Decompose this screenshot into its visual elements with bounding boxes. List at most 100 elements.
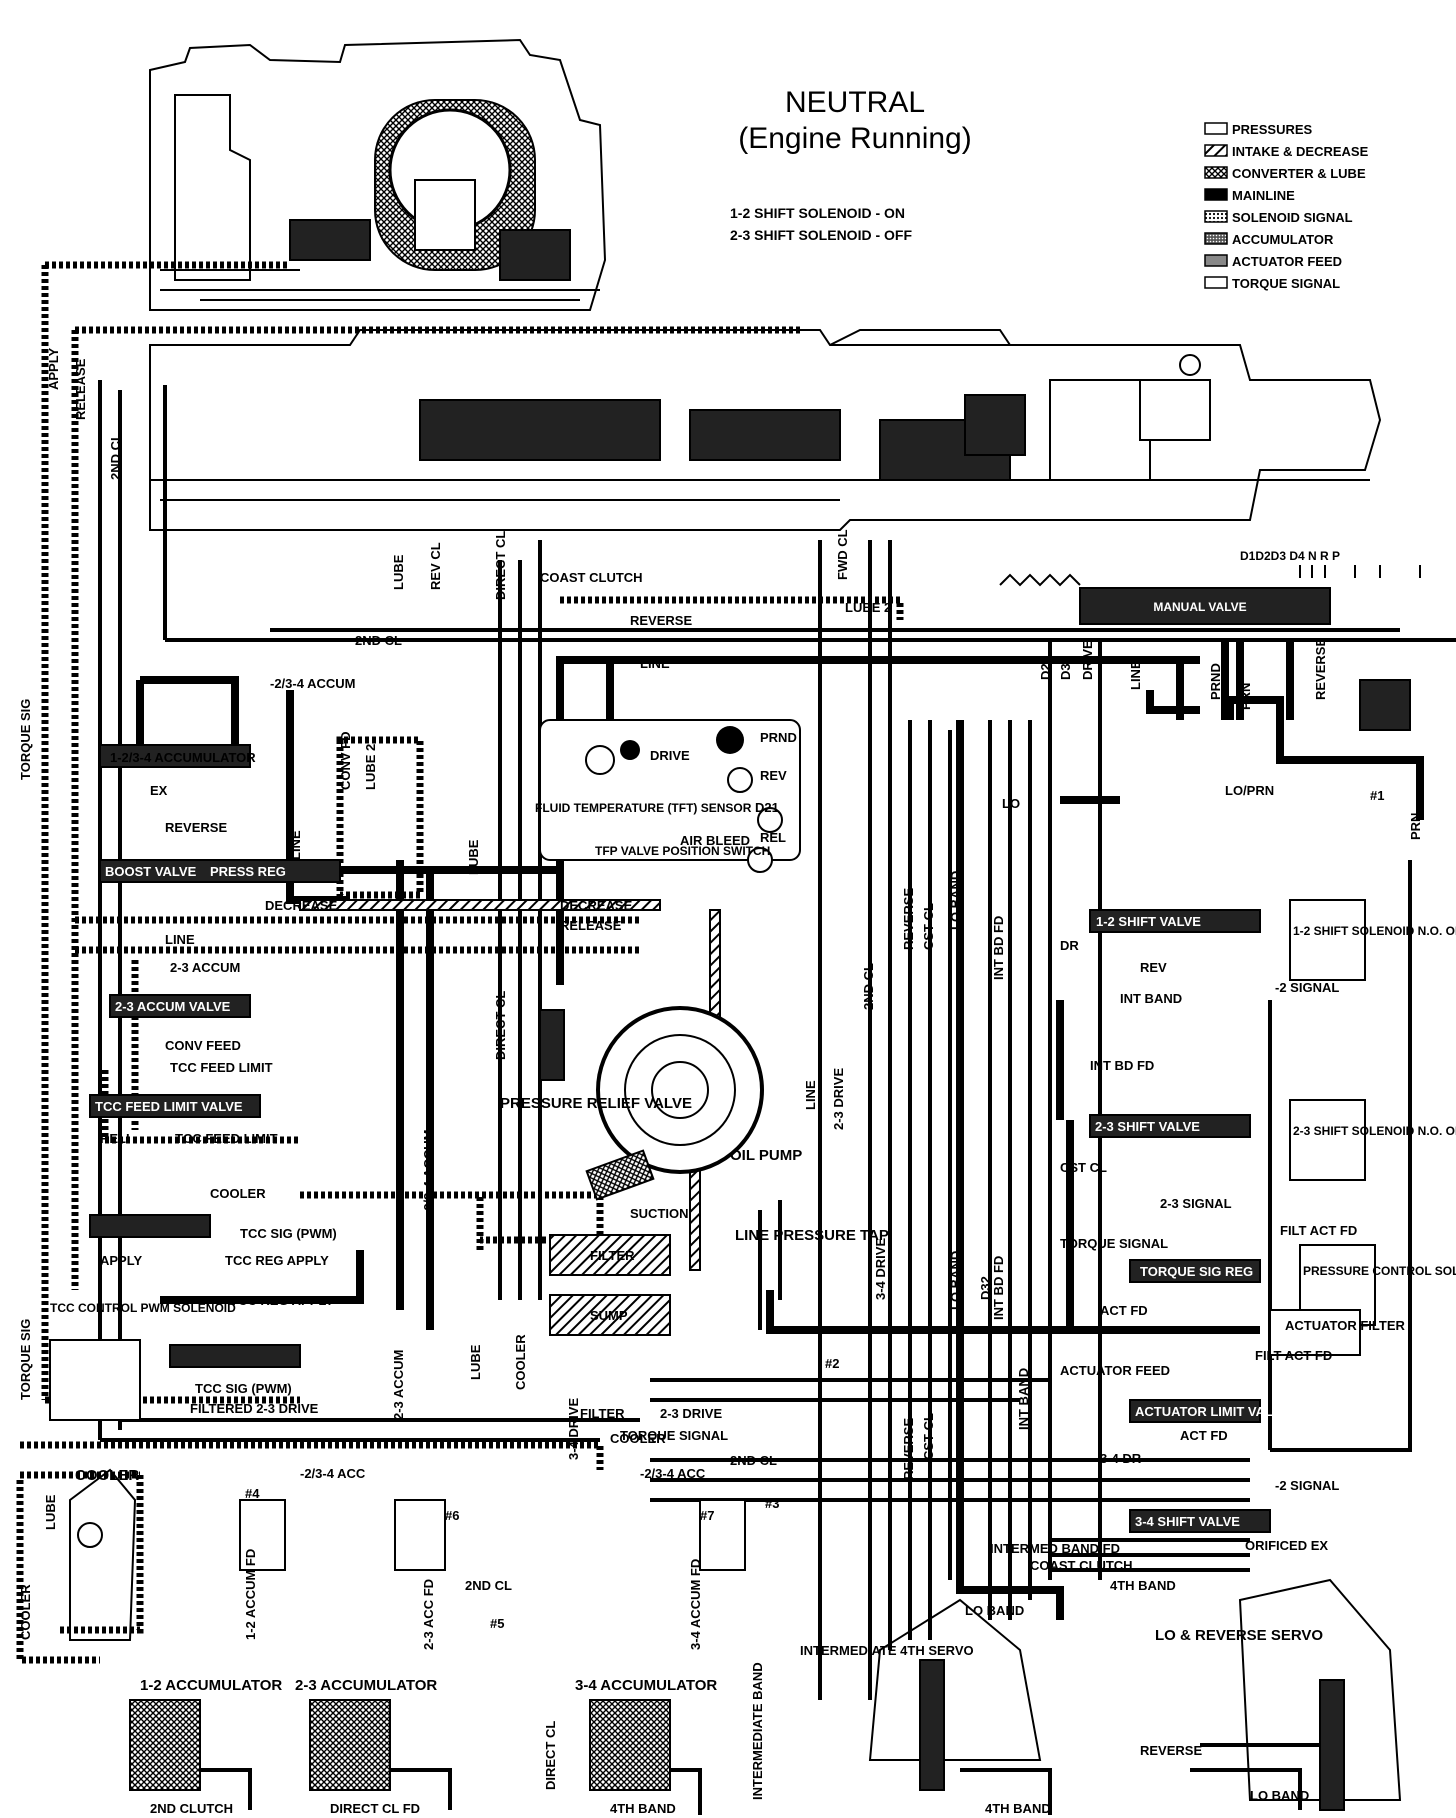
label-int-band: INT BAND	[1120, 991, 1182, 1006]
legend-swatch-intake	[1204, 144, 1228, 157]
label-boost-valve: BOOST VALVE	[105, 864, 197, 879]
solenoid-23	[1289, 1099, 1366, 1181]
label-lube2: LUBE 2	[845, 600, 891, 615]
label-shift-34: 3-4 SHIFT VALVE	[1135, 1514, 1240, 1529]
vlabel-rev-cl: REV CL	[428, 542, 443, 590]
label-accumulator-134: 1-2/3-4 ACCUMULATOR	[110, 750, 256, 765]
vlabel-23-drive: 2-3 DRIVE	[831, 1068, 846, 1130]
label-lo: LO	[1002, 796, 1020, 811]
label-filtered-23-drive: FILTERED 2-3 DRIVE	[190, 1401, 319, 1416]
label-pcs: PRESSURE CONTROL SOLENOID	[1303, 1264, 1456, 1278]
valve-bodies	[49, 679, 1411, 1533]
vlabel-accum-23: 2-3 ACCUM	[391, 1350, 406, 1420]
label-act-fd: ACT FD	[1100, 1303, 1148, 1318]
label-drive: DRIVE	[650, 748, 690, 763]
label-reverse-left: REVERSE	[165, 820, 227, 835]
tcc-enable-valve	[89, 1214, 211, 1238]
vlabel-d32: D32	[978, 1276, 993, 1300]
legend-label-actuator: ACTUATOR FEED	[1232, 254, 1342, 269]
vlabel-int-bd-fd: INT BD FD	[991, 916, 1006, 980]
label-23-drive: 2-3 DRIVE	[660, 1406, 722, 1421]
vlabel-fwd-cl: FWD CL	[835, 529, 850, 580]
label-pressure-relief: PRESSURE RELIEF VALVE	[500, 1095, 692, 1112]
label-accum-23: 2-3 ACCUM	[170, 960, 240, 975]
label-apply: APPLY	[100, 1253, 142, 1268]
vlabel-direct-cl: DIRECT CL	[493, 531, 508, 600]
vlabel-lube: LUBE	[391, 554, 406, 590]
label-actuator-filter: ACTUATOR FILTER	[1285, 1318, 1405, 1333]
solenoid-note-23: 2-3 SHIFT SOLENOID - OFF	[730, 227, 912, 243]
label-decrease: DECREASE	[265, 898, 338, 913]
legend-label-pressures: PRESSURES	[1232, 122, 1313, 137]
vlabel-lube-2b: LUBE 2	[363, 744, 378, 790]
legend-swatch-converter	[1204, 166, 1228, 179]
vlabel-2nd-cl-mid: 2ND CL	[861, 963, 876, 1010]
label-filter: FILTER	[590, 1248, 635, 1263]
tcc-regulator-valve	[169, 1344, 301, 1368]
vlabel-lo-band: LO BAND	[948, 871, 963, 930]
label-ex: EX	[150, 783, 168, 798]
vlabel-coast-cl: CST CL	[921, 903, 936, 950]
vlabel-d32-top: D32	[1058, 656, 1073, 680]
check-7-housing	[699, 1499, 746, 1571]
filter-box	[549, 1234, 671, 1276]
vlabel-34-drive-2: 3-4 DRIVE	[566, 1398, 581, 1460]
label-tcc-feed-limit-valve: TCC FEED LIMIT VALVE	[95, 1099, 243, 1114]
label-lo-band-bottom: LO BAND	[1250, 1788, 1309, 1803]
label-34-dr: 3-4 DR	[1100, 1451, 1142, 1466]
vlabel-lube-3: LUBE	[466, 839, 481, 875]
converter-lube-circuits	[16, 261, 904, 1664]
label-torque-signal: TORQUE SIGNAL	[620, 1428, 728, 1443]
label-d21: D21	[755, 800, 779, 815]
label-accum-234: -2/3-4 ACCUM	[270, 676, 355, 691]
legend-label-accumulator: ACCUMULATOR	[1232, 232, 1334, 247]
label-234-acc: -2/3-4 ACC	[300, 1466, 366, 1481]
vlabel-lube-4: LUBE	[43, 1494, 58, 1530]
label-orificed-ex: ORIFICED EX	[1245, 1538, 1328, 1553]
torque-converter-housing	[149, 38, 607, 311]
label-4th-band-bottom: 4TH BAND	[610, 1801, 676, 1816]
vlabel-coast-cl-2: CST CL	[921, 1413, 936, 1460]
legend-label-torque: TORQUE SIGNAL	[1232, 276, 1340, 291]
label-coast-clutch-2: COAST CLUTCH	[1030, 1558, 1133, 1573]
label-shift-12: 1-2 SHIFT VALVE	[1096, 914, 1201, 929]
accumulator-valve-134	[99, 744, 251, 768]
vlabel-cooler-2: COOLER	[18, 1584, 33, 1640]
vlabel-int-bd-fd-2: INT BD FD	[991, 1256, 1006, 1320]
legend-label-converter: CONVERTER & LUBE	[1232, 166, 1366, 181]
label-line-pressure-tap: LINE PRESSURE TAP	[735, 1227, 889, 1244]
label-check5: #5	[490, 1616, 504, 1631]
label-2nd-cl-bottom: 2ND CL	[465, 1578, 512, 1593]
label-234-acc-2: -2/3-4 ACC	[640, 1466, 706, 1481]
label-2nd-cl-mid: 2ND CL	[730, 1453, 777, 1468]
label-int-bd-fd: INT BD FD	[1090, 1058, 1154, 1073]
label-tcc-control-solenoid: TCC CONTROL PWM SOLENOID	[50, 1301, 236, 1315]
vlabel-accum-fd: 1-2 ACCUM FD	[243, 1549, 258, 1640]
intermediate-servo-outline	[868, 1598, 1042, 1761]
label-check4: #4	[245, 1486, 260, 1501]
label-shift-23: 2-3 SHIFT VALVE	[1095, 1119, 1200, 1134]
label-cooler-box: COOLER	[75, 1467, 139, 1484]
label-cooler: COOLER	[210, 1186, 266, 1201]
oil-pump	[585, 1006, 764, 1201]
vlabel-release: RELEASE	[73, 358, 88, 420]
vlabel-reverse-2: REVERSE	[901, 1418, 916, 1480]
legend-label-mainline: MAINLINE	[1232, 188, 1295, 203]
label-check7: #7	[700, 1508, 714, 1523]
vlabel-prn: PRN	[1238, 683, 1253, 710]
label-cooler-row: COOLER	[610, 1431, 666, 1446]
label-act-fd-2: ACT FD	[1180, 1428, 1228, 1443]
label-lo-band: LO BAND	[965, 1603, 1024, 1618]
label-tfp-switch: TFP VALVE POSITION SWITCH	[595, 844, 770, 858]
label-4th-band-bottom-2: 4TH BAND	[985, 1801, 1051, 1816]
accum-23-body	[309, 1699, 391, 1791]
legend-swatch-torque	[1204, 276, 1228, 289]
legend-swatch-actuator	[1204, 254, 1228, 267]
vlabel-torque-sig-2: TORQUE SIG	[18, 1319, 33, 1400]
vlabel-line: LINE	[288, 830, 303, 860]
label-int-4th-servo: INTERMEDIATE 4TH SERVO	[800, 1643, 974, 1658]
label-actuator-feed: ACTUATOR FEED	[1060, 1363, 1170, 1378]
vlabel-d2: D2	[1038, 663, 1053, 680]
vlabel-accum-234: -2/3-4 ACCUM	[421, 1130, 436, 1215]
label-23-signal: 2-3 SIGNAL	[1160, 1196, 1232, 1211]
